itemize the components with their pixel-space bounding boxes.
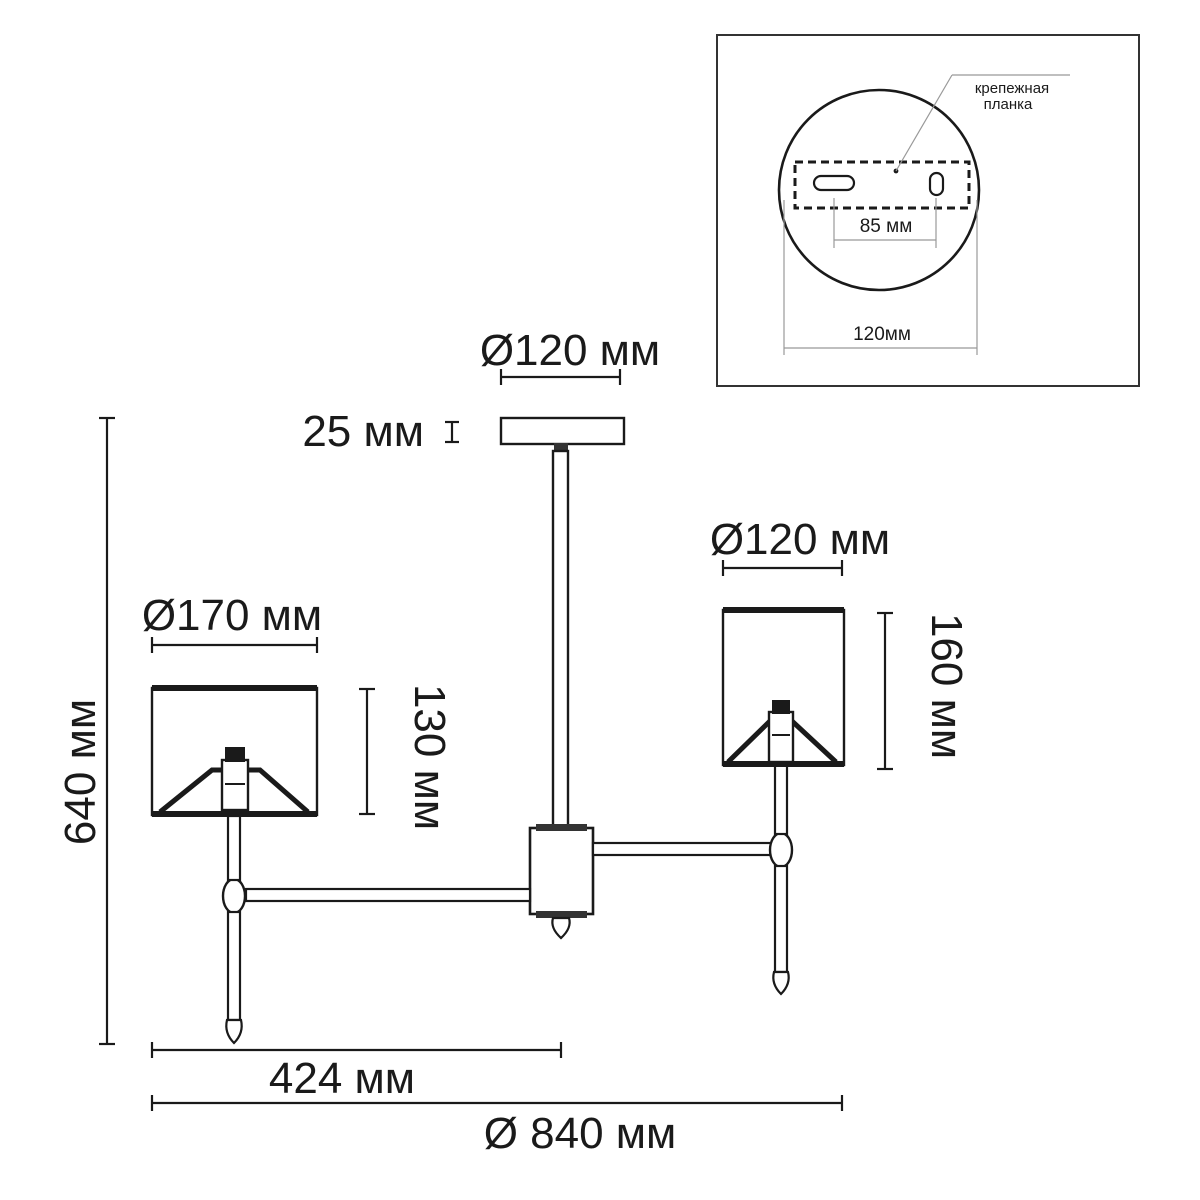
left-arm-joint xyxy=(221,877,247,915)
right-arm xyxy=(591,841,775,857)
down-rod xyxy=(551,449,570,831)
central-hub xyxy=(528,826,595,916)
canopy-diameter-label: Ø120 мм xyxy=(480,326,660,375)
mounting-plate-inset: крепежная планка 85 мм 120мм xyxy=(716,34,1140,387)
left-finial xyxy=(225,1018,243,1045)
total-height-label: 640 мм xyxy=(56,699,105,845)
dimension-lines: Ø120 мм 25 мм Ø120 мм 160 мм Ø170 мм 130… xyxy=(56,326,971,1158)
right-lamp-drop xyxy=(773,864,789,974)
base-diameter-label: 120мм xyxy=(853,324,911,345)
left-lamp-stem xyxy=(226,814,242,882)
right-lamp-stem xyxy=(773,762,789,836)
half-span-label: 424 мм xyxy=(269,1054,415,1103)
chandelier-body xyxy=(150,416,846,1045)
right-finial xyxy=(772,970,790,996)
large-shade-diameter-label: Ø170 мм xyxy=(142,591,322,640)
mounting-plate-outline xyxy=(793,160,971,210)
canopy xyxy=(499,416,626,446)
label-leader xyxy=(895,74,953,172)
round-hole xyxy=(928,171,945,197)
large-shade-height-label: 130 мм xyxy=(405,684,454,830)
left-arm xyxy=(244,887,532,903)
canopy-height-label: 25 мм xyxy=(302,407,424,456)
small-shade-height-label: 160 мм xyxy=(922,613,971,759)
hole-spacing-label: 85 мм xyxy=(860,216,913,237)
hub-finial xyxy=(551,916,571,940)
right-lamp-socket xyxy=(767,710,795,764)
slot-hole xyxy=(812,174,856,192)
total-diameter-label: Ø 840 мм xyxy=(484,1109,677,1158)
mounting-plate-label-line2: планка xyxy=(984,96,1033,113)
mounting-plate-label-line1: крепежная xyxy=(975,80,1049,97)
small-shade-diameter-label: Ø120 мм xyxy=(710,515,890,564)
canopy-base-circle xyxy=(777,88,981,292)
left-lamp-drop xyxy=(226,910,242,1022)
right-arm-joint xyxy=(768,831,794,869)
